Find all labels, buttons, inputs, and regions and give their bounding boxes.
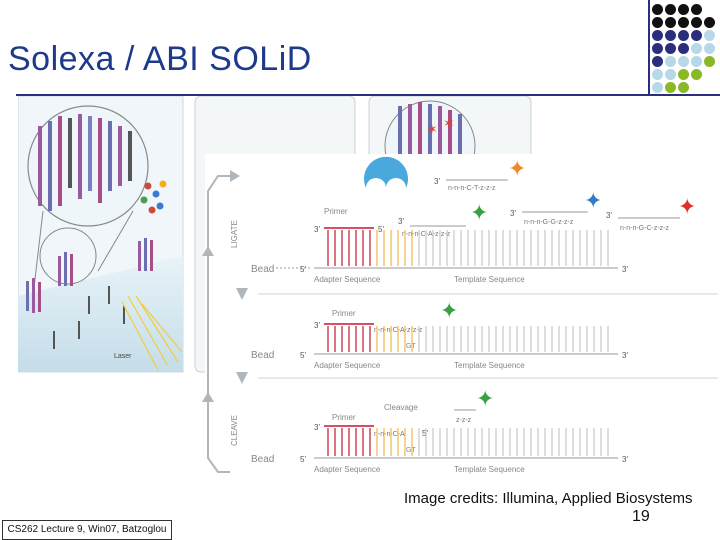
- svg-text:n-n-n-C-T-z-z-z: n-n-n-C-T-z-z-z: [448, 185, 496, 192]
- svg-text:3': 3': [314, 321, 320, 330]
- probe-gc: 3' n-n-n-G-C-z-z-z ✦: [606, 194, 696, 232]
- solid-ligation-diagram: LIGATE CLEAVE Ligase 3' n-n-n-C-T-z-z-z …: [202, 154, 720, 488]
- svg-text:n-n-n-G-G-z-z-z: n-n-n-G-G-z-z-z: [524, 219, 574, 226]
- dot: [691, 43, 702, 54]
- svg-text:n-n-n-C-A: n-n-n-C-A: [374, 431, 405, 438]
- ligase-label: Ligase: [373, 187, 397, 196]
- dot: [691, 17, 702, 28]
- ligase-enzyme: Ligase: [364, 156, 408, 196]
- footer-label: CS262 Lecture 9, Win07, Batzoglou: [2, 520, 172, 540]
- cluster-strands-top: [38, 114, 132, 211]
- dot: [678, 43, 689, 54]
- svg-text:GT: GT: [406, 447, 416, 454]
- svg-text:Bead: Bead: [251, 350, 274, 361]
- svg-text:3': 3': [622, 455, 628, 464]
- nucleotide-dots: [140, 180, 167, 214]
- laser-beam: [121, 295, 183, 371]
- title-vertical-rule: [648, 0, 650, 96]
- dot: [691, 30, 702, 41]
- strand-ticks: [327, 230, 609, 456]
- svg-text:Cleavage: Cleavage: [384, 403, 418, 412]
- svg-text:5': 5': [300, 351, 306, 360]
- svg-text:3': 3': [622, 265, 628, 274]
- dot: [704, 43, 715, 54]
- sequencing-figure: Laser ✶ ✶ LIGATE CLEAVE: [18, 96, 720, 488]
- svg-text:GT: GT: [406, 343, 416, 350]
- svg-text:Template Sequence: Template Sequence: [454, 465, 525, 474]
- svg-text:Template Sequence: Template Sequence: [454, 361, 525, 370]
- dot: [704, 30, 715, 41]
- slide-title: Solexa / ABI SOLiD: [8, 40, 312, 78]
- title-horizontal-rule: [16, 94, 720, 96]
- dot: [678, 69, 689, 80]
- svg-text:z-z-z: z-z-z: [456, 417, 472, 424]
- dot: [678, 82, 689, 93]
- svg-text:✶: ✶: [426, 121, 438, 137]
- svg-text:Adapter Sequence: Adapter Sequence: [314, 275, 381, 284]
- svg-text:Primer: Primer: [332, 413, 356, 422]
- dot: [691, 4, 702, 15]
- dot: [665, 17, 676, 28]
- dot: [652, 4, 663, 15]
- surface-clusters: [26, 238, 153, 349]
- dot: [652, 82, 663, 93]
- star-icon-red: ✦: [678, 194, 696, 219]
- svg-text:5': 5': [300, 265, 306, 274]
- svg-text:n-n-n-G-C-z-z-z: n-n-n-G-C-z-z-z: [620, 225, 669, 232]
- svg-text:Primer: Primer: [332, 309, 356, 318]
- svg-text:5': 5': [422, 429, 428, 438]
- svg-text:Adapter Sequence: Adapter Sequence: [314, 361, 381, 370]
- dot: [665, 56, 676, 67]
- svg-text:Bead: Bead: [251, 454, 274, 465]
- dot: [652, 17, 663, 28]
- svg-text:Adapter Sequence: Adapter Sequence: [314, 465, 381, 474]
- svg-text:3': 3': [606, 211, 612, 220]
- star-icon-green: ✦: [476, 386, 494, 411]
- star-icon-blue: ✦: [584, 188, 602, 213]
- dot: [678, 30, 689, 41]
- dot: [678, 17, 689, 28]
- ligate-label: LIGATE: [230, 220, 239, 248]
- dot: [691, 56, 702, 67]
- svg-text:Bead: Bead: [251, 264, 274, 275]
- svg-text:3': 3': [314, 225, 320, 234]
- svg-text:5': 5': [378, 225, 384, 234]
- dot: [652, 43, 663, 54]
- laser-label: Laser: [114, 353, 132, 360]
- svg-text:3': 3': [434, 177, 440, 186]
- cycle-arrows: [202, 170, 718, 473]
- svg-text:5': 5': [300, 455, 306, 464]
- dot: [678, 56, 689, 67]
- svg-text:3': 3': [510, 209, 516, 218]
- star-icon-green: ✦: [470, 200, 488, 225]
- dot: [704, 17, 715, 28]
- svg-text:✶: ✶: [443, 115, 455, 131]
- probe-gg: 3' n-n-n-G-G-z-z-z ✦: [510, 188, 602, 226]
- dot: [665, 4, 676, 15]
- svg-text:3': 3': [398, 217, 404, 226]
- dot: [704, 56, 715, 67]
- page-number: 19: [632, 508, 650, 525]
- dot: [665, 69, 676, 80]
- svg-text:Template Sequence: Template Sequence: [454, 275, 525, 284]
- image-credits: Image credits: Illumina, Applied Biosyst…: [404, 490, 693, 507]
- star-icon-green: ✦: [440, 298, 458, 323]
- svg-text:Primer: Primer: [324, 207, 348, 216]
- svg-text:3': 3': [314, 423, 320, 432]
- dot: [691, 69, 702, 80]
- illumina-flowcell-panel: Laser: [18, 96, 184, 373]
- dot: [665, 30, 676, 41]
- dot: [678, 4, 689, 15]
- cleaved-strand: Primer Cleavage z-z-z ✦ 3' n-n-n-C-A 5' …: [251, 386, 628, 474]
- dot: [652, 30, 663, 41]
- star-icon-orange: ✦: [508, 156, 526, 181]
- dot: [652, 56, 663, 67]
- dot: [665, 43, 676, 54]
- cleave-label: CLEAVE: [230, 415, 239, 446]
- dot: [652, 69, 663, 80]
- svg-text:3': 3': [622, 351, 628, 360]
- dot: [665, 82, 676, 93]
- probe-ct: 3' n-n-n-C-T-z-z-z ✦: [434, 156, 526, 192]
